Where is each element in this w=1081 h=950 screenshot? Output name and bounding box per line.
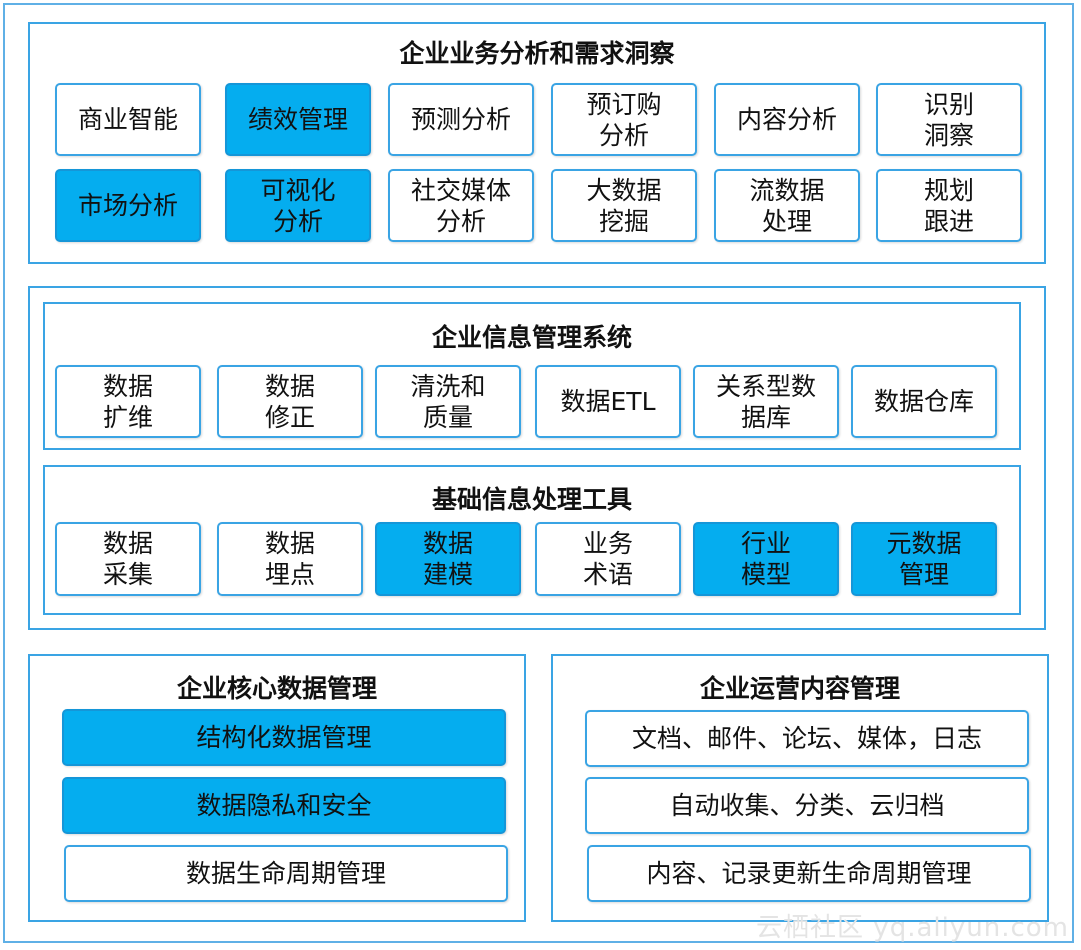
ops-content-items-box-2: 自动收集、分类、云归档 xyxy=(585,777,1029,834)
business-analysis-row1-box-4: 预订购 分析 xyxy=(551,83,697,156)
core-data-title: 企业核心数据管理 xyxy=(176,674,377,703)
info-management-items-box-2: 数据 修正 xyxy=(217,365,363,438)
basic-tools-title: 基础信息处理工具 xyxy=(431,485,632,514)
info-management-items-box-1: 数据 扩维 xyxy=(55,365,201,438)
ops-content-items-box-1: 文档、邮件、论坛、媒体，日志 xyxy=(585,710,1029,767)
business-analysis-row2-box-3: 社交媒体 分析 xyxy=(388,169,534,242)
basic-tools-items-box-3: 数据 建模 xyxy=(375,522,521,596)
core-data-items-box-3: 数据生命周期管理 xyxy=(64,845,508,902)
info-management-items-box-5: 关系型数 据库 xyxy=(693,365,839,438)
business-analysis-row1-box-2: 绩效管理 xyxy=(225,83,371,156)
info-management-title: 企业信息管理系统 xyxy=(431,323,632,352)
info-management-items-box-6: 数据仓库 xyxy=(851,365,997,438)
business-analysis-row1-box-1: 商业智能 xyxy=(55,83,201,156)
core-data-items-box-1: 结构化数据管理 xyxy=(62,709,506,766)
business-analysis-row2-box-2: 可视化 分析 xyxy=(225,169,371,242)
business-analysis-row1-box-6: 识别 洞察 xyxy=(876,83,1022,156)
basic-tools-items-box-1: 数据 采集 xyxy=(55,522,201,596)
info-management-items-box-4: 数据ETL xyxy=(535,365,681,438)
basic-tools-items-box-4: 业务 术语 xyxy=(535,522,681,596)
basic-tools-items-box-2: 数据 埋点 xyxy=(217,522,363,596)
diagram-frame xyxy=(3,3,1074,943)
business-analysis-row2-box-5: 流数据 处理 xyxy=(714,169,860,242)
ops-content-title: 企业运营内容管理 xyxy=(699,674,900,703)
business-analysis-row2-box-1: 市场分析 xyxy=(55,169,201,242)
business-analysis-row2-box-4: 大数据 挖掘 xyxy=(551,169,697,242)
basic-tools-items-box-5: 行业 模型 xyxy=(693,522,839,596)
business-analysis-row2-box-6: 规划 跟进 xyxy=(876,169,1022,242)
core-data-items-box-2: 数据隐私和安全 xyxy=(62,777,506,834)
business-analysis-row1-box-3: 预测分析 xyxy=(388,83,534,156)
ops-content-items-box-3: 内容、记录更新生命周期管理 xyxy=(587,845,1031,902)
watermark: 云栖社区 yq.aliyun.com xyxy=(756,913,1069,943)
business-analysis-row1-box-5: 内容分析 xyxy=(714,83,860,156)
business-analysis-title: 企业业务分析和需求洞察 xyxy=(399,39,675,68)
info-management-items-box-3: 清洗和 质量 xyxy=(375,365,521,438)
basic-tools-items-box-6: 元数据 管理 xyxy=(851,522,997,596)
